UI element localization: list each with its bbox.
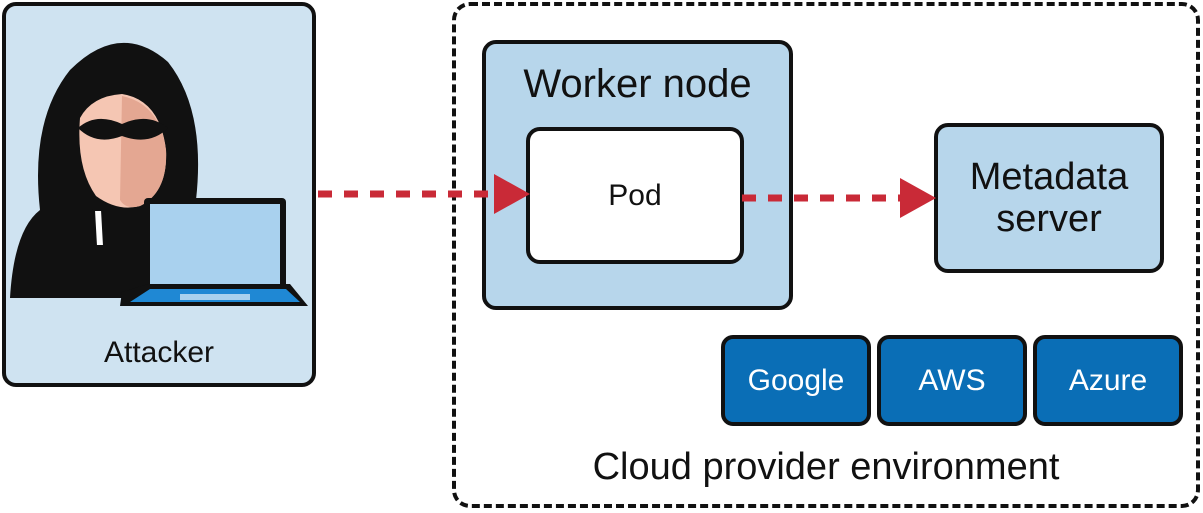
metadata-server-box: Metadata server: [934, 123, 1164, 273]
attacker-label: Attacker: [103, 336, 215, 369]
provider-aws: AWS: [877, 335, 1027, 426]
provider-azure-label: Azure: [1068, 363, 1148, 397]
provider-google: Google: [721, 335, 871, 426]
provider-aws-label: AWS: [918, 363, 986, 397]
provider-azure: Azure: [1033, 335, 1183, 426]
cloud-environment-label: Cloud provider environment: [592, 446, 1060, 488]
metadata-server-line2: server: [996, 198, 1102, 240]
provider-google-label: Google: [747, 363, 845, 397]
attacker-to-pod-arrowhead: [494, 174, 530, 214]
pod-box: Pod: [526, 127, 744, 264]
metadata-server-line1: Metadata: [969, 156, 1129, 198]
cloud-environment-boundary: [452, 2, 1200, 508]
worker-node-title: Worker node: [523, 62, 752, 106]
pod-label: Pod: [608, 178, 662, 212]
pod-to-metadata-arrowhead: [900, 178, 936, 218]
mask-icon: [78, 118, 168, 140]
